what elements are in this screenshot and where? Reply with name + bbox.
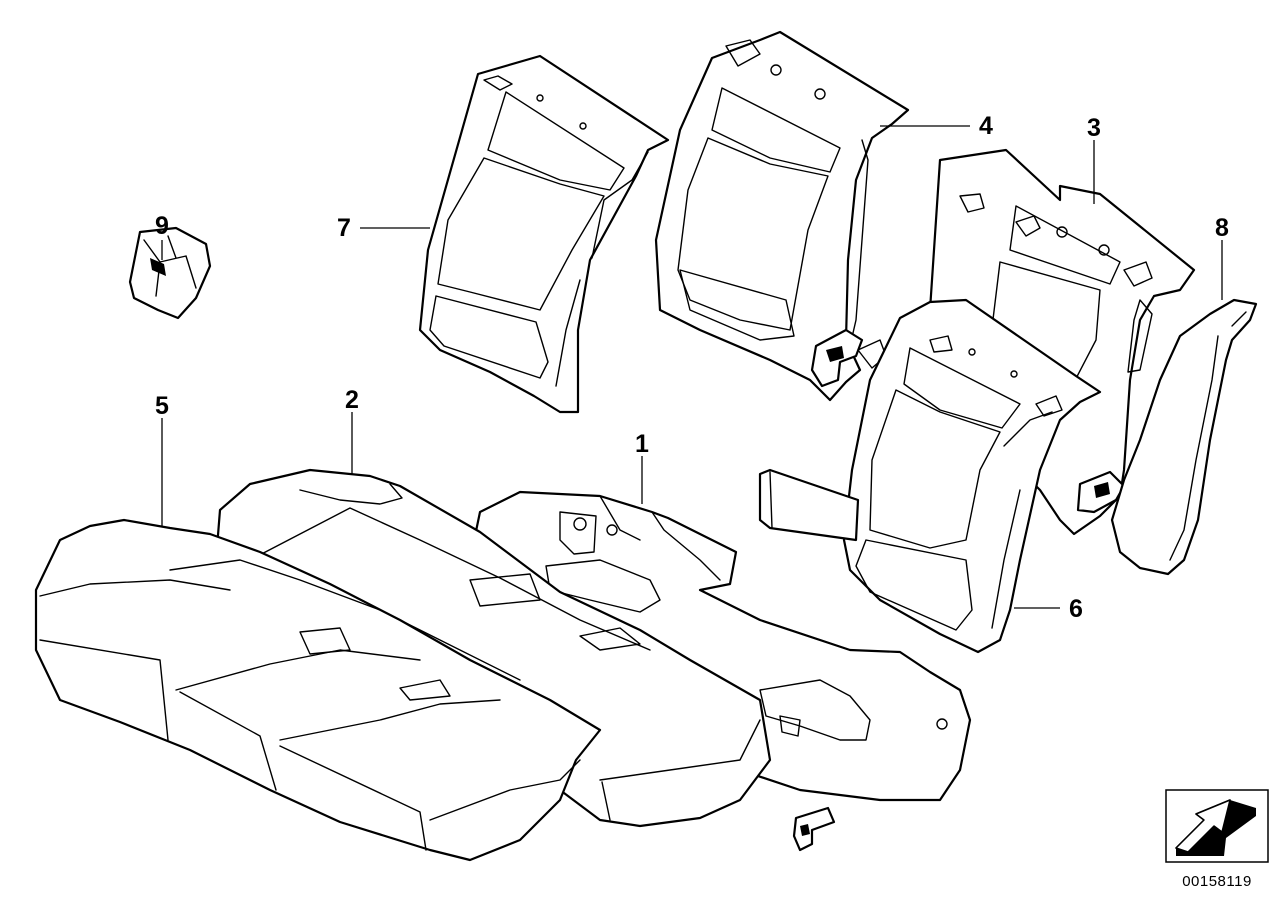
part-6-backrest-front[interactable] [842, 298, 1102, 654]
callout-8: 8 [1215, 214, 1229, 242]
callout-7: 7 [337, 214, 351, 242]
part-8-side-trim[interactable] [1110, 298, 1258, 576]
callout-4: 4 [979, 112, 993, 140]
part-4-backrest-center[interactable] [654, 30, 910, 402]
callout-3: 3 [1087, 114, 1101, 142]
leader-lines [161, 125, 1223, 609]
part-9-clip[interactable] [128, 226, 212, 320]
direction-arrow-icon [1165, 789, 1269, 863]
callout-9: 9 [155, 212, 169, 240]
part-1-cushion-frame[interactable] [468, 490, 972, 852]
part-5-cushion-front[interactable] [34, 518, 761, 862]
callout-2: 2 [345, 386, 359, 414]
callout-5: 5 [155, 392, 169, 420]
part-cushion-bolster[interactable] [758, 468, 860, 542]
part-7-backrest-left[interactable] [418, 54, 670, 414]
diagram-reference-number: 00158119 [1182, 873, 1252, 890]
callouts: 9 7 4 3 8 5 2 1 6 [155, 112, 1229, 623]
callout-6: 6 [1069, 595, 1083, 623]
callout-1: 1 [635, 430, 649, 458]
